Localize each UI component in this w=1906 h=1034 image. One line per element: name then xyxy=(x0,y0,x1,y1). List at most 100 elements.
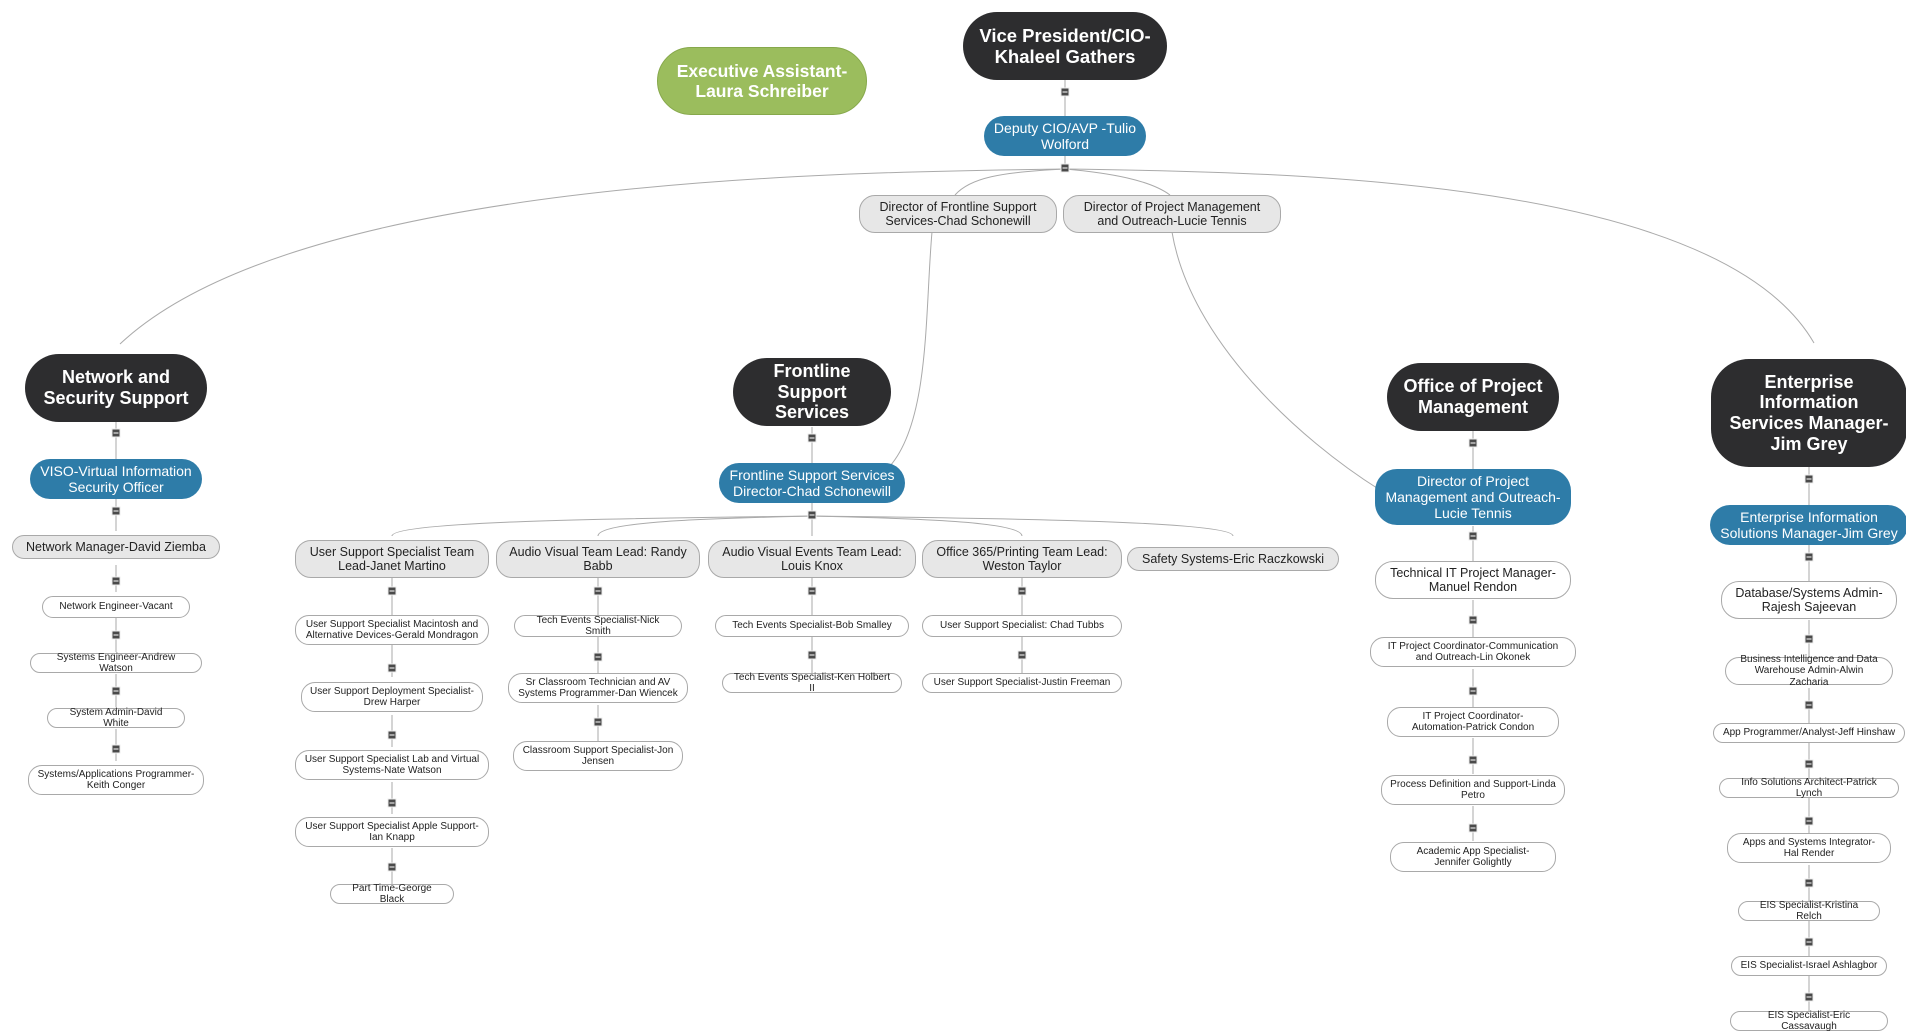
eis-member-3-label: Info Solutions Architect-Patrick Lynch xyxy=(1741,776,1877,800)
network-member-2[interactable]: Systems Engineer-Andrew Watson xyxy=(30,651,202,675)
eis-member-7[interactable]: EIS Specialist-Eric Cassavaugh xyxy=(1730,1010,1888,1032)
dir-pm-node[interactable]: Director of Project Management and Outre… xyxy=(1063,195,1281,233)
minus-square-icon[interactable] xyxy=(387,730,397,740)
minus-square-icon[interactable] xyxy=(387,798,397,807)
frontline-team-3-member-1-label: User Support Specialist-Justin Freeman xyxy=(933,677,1111,689)
minus-square-icon[interactable] xyxy=(807,510,817,520)
minus-square-icon[interactable] xyxy=(387,586,397,596)
minus-square-icon[interactable] xyxy=(111,576,121,586)
connector-line xyxy=(391,515,813,537)
network-member-3[interactable]: System Admin-David White xyxy=(47,707,185,729)
minus-square-icon[interactable] xyxy=(111,630,121,640)
pm-title-node[interactable]: Office of Project Management xyxy=(1387,363,1559,431)
minus-square-icon[interactable] xyxy=(1468,823,1478,832)
pm-member-2[interactable]: IT Project Coordinator-Automation-Patric… xyxy=(1387,707,1559,737)
frontline-team-1-member-0-label: Tech Events Specialist-Nick Smith xyxy=(536,614,660,638)
vp-node[interactable]: Vice President/CIO-Khaleel Gathers xyxy=(963,12,1167,80)
network-title-node[interactable]: Network and Security Support xyxy=(25,354,207,422)
minus-square-icon[interactable] xyxy=(111,428,121,438)
minus-square-icon[interactable] xyxy=(807,586,817,596)
minus-square-icon[interactable] xyxy=(1804,937,1814,946)
frontline-team-0-member-0[interactable]: User Support Specialist Macintosh and Al… xyxy=(295,615,489,645)
frontline-team-2-member-1[interactable]: Tech Events Specialist-Ken Holbert II xyxy=(722,672,902,694)
frontline-team-2-member-0[interactable]: Tech Events Specialist-Bob Smalley xyxy=(715,615,909,637)
frontline-team-3-member-0[interactable]: User Support Specialist: Chad Tubbs xyxy=(922,615,1122,637)
minus-square-icon[interactable] xyxy=(593,652,603,662)
network-member-2-label: Systems Engineer-Andrew Watson xyxy=(56,651,176,675)
eis-member-2[interactable]: App Programmer/Analyst-Jeff Hinshaw xyxy=(1713,723,1905,743)
minus-square-icon[interactable] xyxy=(593,717,603,727)
minus-square-icon[interactable] xyxy=(387,663,397,672)
minus-square-icon[interactable] xyxy=(1468,438,1478,448)
minus-square-icon[interactable] xyxy=(387,862,397,872)
frontline-team-0-member-3[interactable]: User Support Specialist Apple Support-Ia… xyxy=(295,817,489,847)
network-member-1[interactable]: Network Engineer-Vacant xyxy=(42,596,190,618)
deputy-node[interactable]: Deputy CIO/AVP -Tulio Wolford xyxy=(984,116,1146,156)
minus-square-icon[interactable] xyxy=(1804,816,1814,826)
pm-member-2-label: IT Project Coordinator-Automation-Patric… xyxy=(1411,710,1535,734)
network-member-0-label: Network Manager-David Ziemba xyxy=(26,539,206,554)
minus-square-icon[interactable] xyxy=(593,586,603,596)
minus-square-icon[interactable] xyxy=(1017,650,1027,659)
frontline-title-node[interactable]: Frontline Support Services xyxy=(733,358,891,426)
minus-square-icon[interactable] xyxy=(1804,759,1814,768)
minus-square-icon[interactable] xyxy=(807,650,817,659)
minus-square-icon[interactable] xyxy=(1804,992,1814,1001)
network-member-4[interactable]: Systems/Applications Programmer-Keith Co… xyxy=(28,765,204,795)
minus-square-icon[interactable] xyxy=(111,686,121,695)
frontline-team-2-member-0-label: Tech Events Specialist-Bob Smalley xyxy=(732,620,892,632)
minus-square-icon[interactable] xyxy=(1060,163,1070,173)
frontline-team-3-member-1[interactable]: User Support Specialist-Justin Freeman xyxy=(922,673,1122,693)
minus-square-icon[interactable] xyxy=(1468,615,1478,625)
minus-square-icon[interactable] xyxy=(111,744,121,754)
minus-square-icon[interactable] xyxy=(1468,755,1478,765)
pm-member-4-label: Academic App Specialist-Jennifer Golight… xyxy=(1416,845,1530,869)
eis-member-5[interactable]: EIS Specialist-Kristina Relch xyxy=(1738,900,1880,922)
minus-square-icon[interactable] xyxy=(1804,700,1814,710)
pm-manager-node[interactable]: Director of Project Management and Outre… xyxy=(1375,469,1571,525)
frontline-team-0-member-2-label: User Support Specialist Lab and Virtual … xyxy=(304,753,480,777)
eis-title-node[interactable]: Enterprise Information Services Manager-… xyxy=(1711,359,1906,467)
pm-manager-node-label: Director of Project Management and Outre… xyxy=(1385,472,1561,522)
minus-square-icon[interactable] xyxy=(1804,474,1814,484)
network-member-4-label: Systems/Applications Programmer-Keith Co… xyxy=(37,768,195,792)
dir-frontline-node[interactable]: Director of Frontline Support Services-C… xyxy=(859,195,1057,233)
frontline-team-0-member-1[interactable]: User Support Deployment Specialist-Drew … xyxy=(301,682,483,712)
eis-member-3[interactable]: Info Solutions Architect-Patrick Lynch xyxy=(1719,776,1899,800)
network-member-0[interactable]: Network Manager-David Ziemba xyxy=(12,535,220,559)
minus-square-icon[interactable] xyxy=(1060,87,1070,97)
pm-member-1[interactable]: IT Project Coordinator-Communication and… xyxy=(1370,637,1576,667)
frontline-team-lead-4-label: Safety Systems-Eric Raczkowski xyxy=(1142,551,1324,566)
minus-square-icon[interactable] xyxy=(1017,586,1027,596)
frontline-team-0-member-2[interactable]: User Support Specialist Lab and Virtual … xyxy=(295,750,489,780)
minus-square-icon[interactable] xyxy=(1468,686,1478,696)
frontline-team-1-member-2[interactable]: Classroom Support Specialist-Jon Jensen xyxy=(513,741,683,771)
frontline-team-lead-4[interactable]: Safety Systems-Eric Raczkowski xyxy=(1127,547,1339,571)
pm-member-0[interactable]: Technical IT Project Manager-Manuel Rend… xyxy=(1375,561,1571,599)
pm-member-3[interactable]: Process Definition and Support-Linda Pet… xyxy=(1381,775,1565,805)
minus-square-icon[interactable] xyxy=(111,506,121,516)
frontline-team-3-member-0-label: User Support Specialist: Chad Tubbs xyxy=(940,620,1104,632)
exec-assistant-node[interactable]: Executive Assistant-Laura Schreiber xyxy=(657,47,867,115)
eis-member-4[interactable]: Apps and Systems Integrator-Hal Render xyxy=(1727,833,1891,863)
minus-square-icon[interactable] xyxy=(1804,552,1814,562)
frontline-team-1-member-1[interactable]: Sr Classroom Technician and AV Systems P… xyxy=(508,673,688,703)
frontline-team-lead-3[interactable]: Office 365/Printing Team Lead: Weston Ta… xyxy=(922,540,1122,578)
minus-square-icon[interactable] xyxy=(1804,878,1814,887)
pm-member-4[interactable]: Academic App Specialist-Jennifer Golight… xyxy=(1390,842,1556,872)
minus-square-icon[interactable] xyxy=(807,433,817,443)
minus-square-icon[interactable] xyxy=(1804,634,1814,643)
eis-member-0[interactable]: Database/Systems Admin-Rajesh Sajeevan xyxy=(1721,581,1897,619)
frontline-manager-node[interactable]: Frontline Support Services Director-Chad… xyxy=(719,463,905,503)
frontline-team-lead-0[interactable]: User Support Specialist Team Lead-Janet … xyxy=(295,540,489,578)
frontline-team-lead-1[interactable]: Audio Visual Team Lead: Randy Babb xyxy=(496,540,700,578)
frontline-team-1-member-0[interactable]: Tech Events Specialist-Nick Smith xyxy=(514,615,682,637)
eis-manager-node[interactable]: Enterprise Information Solutions Manager… xyxy=(1710,505,1906,545)
frontline-team-0-member-4[interactable]: Part Time-George Black xyxy=(330,883,454,905)
minus-square-icon[interactable] xyxy=(1468,531,1478,541)
eis-member-1[interactable]: Business Intelligence and Data Warehouse… xyxy=(1725,654,1893,688)
eis-member-6[interactable]: EIS Specialist-Israel Ashlagbor xyxy=(1731,956,1887,976)
frontline-team-lead-2[interactable]: Audio Visual Events Team Lead: Louis Kno… xyxy=(708,540,916,578)
network-manager-node[interactable]: VISO-Virtual Information Security Office… xyxy=(30,459,202,499)
